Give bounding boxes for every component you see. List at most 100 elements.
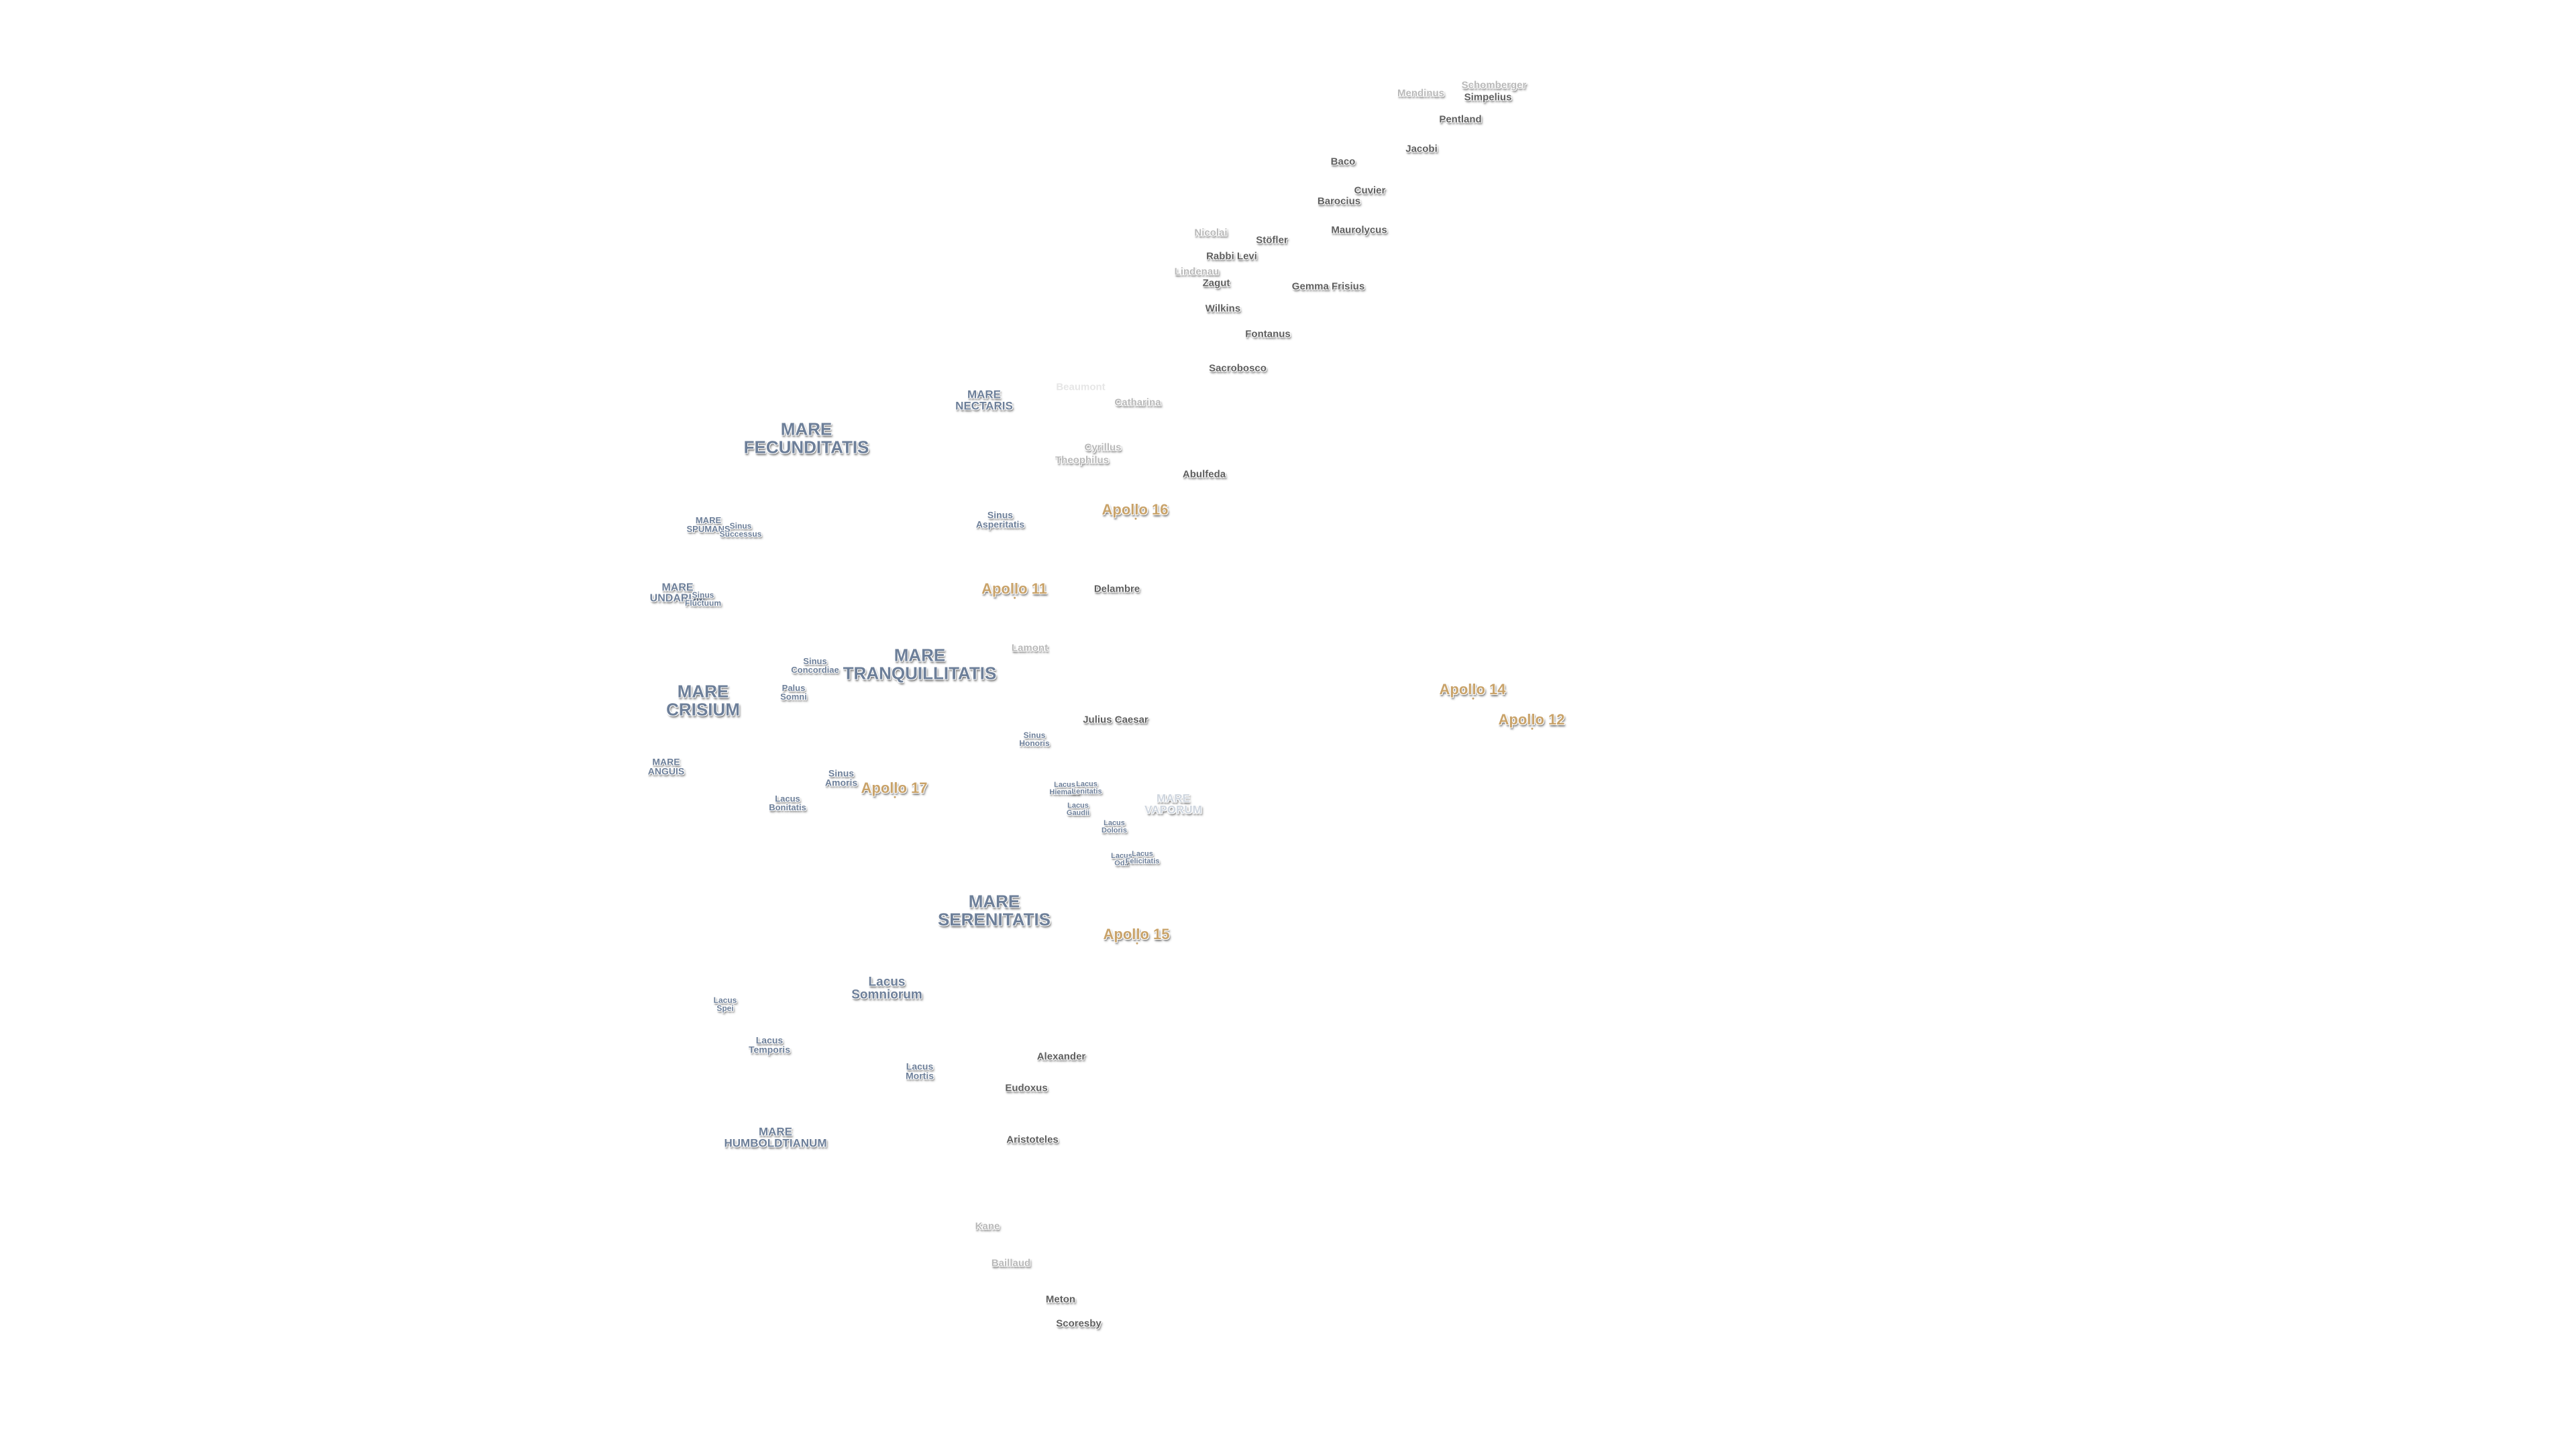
- crater-label-catharina[interactable]: Catharina: [1114, 397, 1161, 407]
- crater-label-baco[interactable]: Baco: [1331, 156, 1356, 166]
- lacus-label-lacus-spei[interactable]: Lacus Spei: [714, 996, 737, 1013]
- crater-label-cyrillus[interactable]: Cyrillus: [1084, 442, 1121, 452]
- crater-label-baillaud[interactable]: Baillaud: [991, 1258, 1030, 1268]
- lacus-label-lacus-mortis[interactable]: Lacus Mortis: [906, 1062, 934, 1081]
- crater-label-nicolai[interactable]: Nicolai: [1194, 227, 1227, 237]
- map-label-text: Zagut: [1202, 277, 1230, 289]
- crater-label-kane[interactable]: Kane: [975, 1221, 1000, 1231]
- crater-label-julius-caesar[interactable]: Julius Caesar: [1083, 714, 1148, 724]
- crater-label-meton[interactable]: Meton: [1046, 1294, 1075, 1304]
- crater-label-beaumont[interactable]: Beaumont: [1056, 382, 1105, 392]
- mare-label-mare-humboldtianum[interactable]: MARE HUMBOLDTIANUM: [724, 1126, 827, 1150]
- crater-label-wilkins[interactable]: Wilkins: [1205, 303, 1240, 313]
- mare-label-mare-serenitatis[interactable]: MARE SERENITATIS: [938, 892, 1051, 928]
- mare-label-mare-nectaris[interactable]: MARE NECTARIS: [955, 388, 1013, 413]
- crater-label-eudoxus[interactable]: Eudoxus: [1005, 1083, 1047, 1093]
- lacus-label-sinus-concordiae[interactable]: Sinus Concordiae: [791, 657, 839, 675]
- lacus-label-lacus-hiemalis[interactable]: Lacus Hiemalis: [1049, 781, 1079, 796]
- crater-label-mendinus[interactable]: Mendinus: [1397, 88, 1444, 98]
- crater-label-pentland[interactable]: Pentland: [1439, 114, 1481, 124]
- map-label-text: Scoresby: [1056, 1318, 1102, 1330]
- map-label-text: Apollo 11: [981, 580, 1047, 597]
- crater-label-abulfeda[interactable]: Abulfeda: [1183, 469, 1226, 479]
- map-label-text: MARE NECTARIS: [955, 388, 1013, 413]
- mare-label-mare-vaporum[interactable]: MARE VAPORUM: [1144, 792, 1202, 816]
- lacus-label-lacus-gaudii[interactable]: Lacus Gaudii: [1067, 802, 1089, 817]
- crater-label-simpelius[interactable]: Simpelius: [1464, 92, 1512, 102]
- map-label-text: Schomberger: [1461, 79, 1527, 91]
- lacus-label-sinus-honoris[interactable]: Sinus Honoris: [1019, 730, 1050, 748]
- map-label-text: Eudoxus: [1005, 1082, 1048, 1094]
- crater-label-zagut[interactable]: Zagut: [1203, 278, 1230, 288]
- landing-site-apollo-14[interactable]: Apollo 14: [1439, 682, 1506, 700]
- crater-label-sacrobosco[interactable]: Sacrobosco: [1209, 363, 1267, 373]
- lacus-label-lacus-doloris[interactable]: Lacus Doloris: [1102, 818, 1127, 835]
- map-label-text: Baco: [1330, 156, 1356, 168]
- landing-site-apollo-17[interactable]: Apollo 17: [861, 780, 928, 799]
- map-label-text: Sinus Successus: [719, 521, 762, 539]
- map-label-text: Jacobi: [1405, 143, 1438, 155]
- map-label-text: MARE UNDARUM: [649, 582, 706, 604]
- crater-label-alexander[interactable]: Alexander: [1037, 1051, 1086, 1061]
- lacus-label-sinus-successus[interactable]: Sinus Successus: [719, 521, 762, 539]
- mare-label-mare-fecunditatis[interactable]: MARE FECUNDITATIS: [744, 420, 869, 455]
- map-label-text: Lacus Lenitatis: [1071, 780, 1102, 796]
- map-label-text: Theophilus: [1055, 454, 1109, 466]
- mare-label-mare-undarum[interactable]: MARE UNDARUM: [649, 582, 706, 605]
- landing-site-apollo-12[interactable]: Apollo 12: [1498, 712, 1565, 731]
- map-label-text: Lamont: [1011, 642, 1049, 654]
- map-label-text: Beaumont: [1056, 381, 1106, 393]
- crater-label-barocius[interactable]: Barocius: [1318, 196, 1360, 206]
- landing-site-apollo-11[interactable]: Apollo 11: [981, 580, 1047, 600]
- mare-label-mare-spumans[interactable]: MARE SPUMANS: [686, 516, 730, 534]
- map-label-text: Apollo 16: [1102, 500, 1169, 518]
- crater-label-rabbi-levi[interactable]: Rabbi Levi: [1206, 251, 1257, 261]
- crater-label-lamont[interactable]: Lamont: [1012, 643, 1048, 653]
- lacus-label-lacus-bonitatis[interactable]: Lacus Bonitatis: [769, 794, 806, 812]
- map-label-text: Lacus Mortis: [906, 1061, 934, 1081]
- lacus-label-lacus-somniorum[interactable]: Lacus Somniorum: [851, 975, 922, 1002]
- crater-label-cuvier[interactable]: Cuvier: [1354, 185, 1386, 195]
- map-label-text: Palus Somni: [780, 682, 807, 702]
- crater-label-lindenau[interactable]: Lindenau: [1175, 266, 1220, 276]
- map-label-text: Kane: [975, 1220, 1000, 1232]
- crater-label-fontanus[interactable]: Fontanus: [1245, 329, 1291, 339]
- map-label-text: Sinus Honoris: [1019, 730, 1050, 748]
- map-label-text: Sinus Concordiae: [791, 655, 839, 675]
- lacus-label-lacus-temporis[interactable]: Lacus Temporis: [749, 1036, 790, 1055]
- crater-label-delambre[interactable]: Delambre: [1094, 584, 1140, 594]
- landing-site-apollo-16[interactable]: Apollo 16: [1102, 500, 1169, 521]
- crater-label-aristoteles[interactable]: Aristoteles: [1006, 1134, 1059, 1144]
- crater-label-maurolycus[interactable]: Maurolycus: [1331, 225, 1387, 235]
- mare-label-mare-tranquillitatis[interactable]: MARE TRANQUILLITATIS: [843, 646, 997, 682]
- map-label-text: MARE ANGUIS: [647, 756, 685, 777]
- lacus-label-lacus-felicitatis[interactable]: Lacus Felicitatis: [1126, 850, 1160, 865]
- crater-label-theophilus[interactable]: Theophilus: [1055, 455, 1109, 465]
- lacus-label-sinus-amoris[interactable]: Sinus Amoris: [825, 769, 857, 788]
- lacus-label-palus-somni[interactable]: Palus Somni: [780, 684, 807, 702]
- lacus-label-lacus-odii[interactable]: Lacus Odii: [1111, 851, 1132, 867]
- crater-label-schomberger[interactable]: Schomberger: [1462, 80, 1527, 90]
- map-label-text: Pentland: [1439, 113, 1482, 125]
- landing-site-apollo-15[interactable]: Apollo 15: [1103, 926, 1170, 945]
- mare-label-mare-crisium[interactable]: MARE CRISIUM: [666, 682, 740, 718]
- map-label-text: Lacus Doloris: [1102, 818, 1127, 835]
- map-label-text: Abulfeda: [1182, 468, 1226, 480]
- crater-label-gemma-frisius[interactable]: Gemma Frisius: [1292, 281, 1364, 291]
- map-label-text: Lacus Odii: [1111, 851, 1132, 867]
- map-label-text: MARE VAPORUM: [1144, 792, 1202, 816]
- map-label-text: Catharina: [1114, 396, 1161, 409]
- lacus-label-sinus-asperitatis[interactable]: Sinus Asperitatis: [976, 511, 1024, 530]
- map-label-text: Lacus Gaudii: [1066, 801, 1090, 817]
- mare-label-mare-anguis[interactable]: MARE ANGUIS: [648, 757, 684, 777]
- map-label-text: MARE HUMBOLDTIANUM: [724, 1125, 827, 1150]
- map-label-text: Baillaud: [991, 1257, 1031, 1269]
- crater-label-st-fler[interactable]: Stöfler: [1256, 235, 1288, 245]
- map-label-text: Sacrobosco: [1209, 362, 1267, 374]
- lacus-label-sinus-fluctuum[interactable]: Sinus Fluctuum: [685, 591, 721, 608]
- crater-label-scoresby[interactable]: Scoresby: [1056, 1318, 1102, 1328]
- crater-label-jacobi[interactable]: Jacobi: [1405, 144, 1438, 154]
- map-label-text: Mendinus: [1397, 87, 1444, 99]
- lacus-label-lacus-lenitatis[interactable]: Lacus Lenitatis: [1071, 780, 1102, 796]
